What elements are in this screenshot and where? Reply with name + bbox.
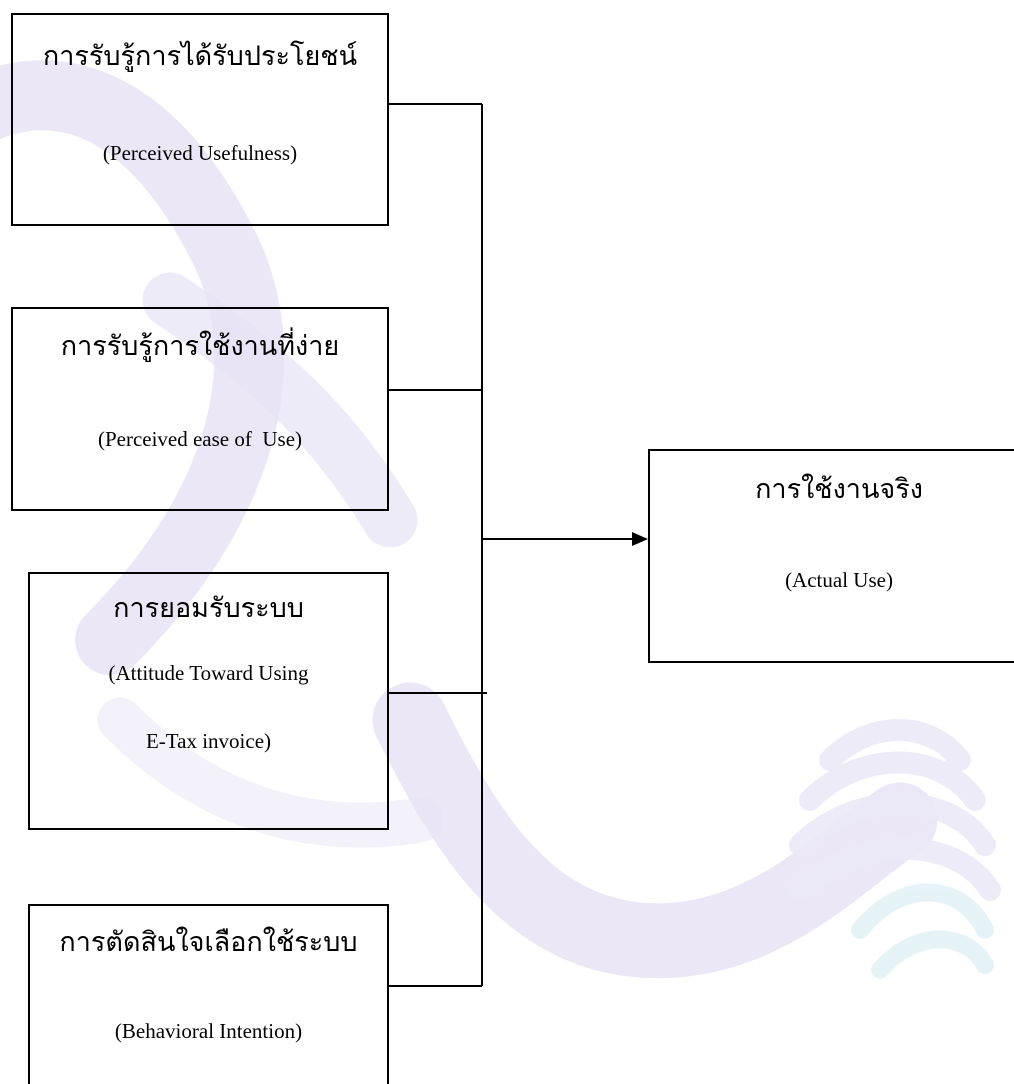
attitude-english-line2: E-Tax invoice) [145,729,272,753]
box-perceived-usefulness: การรับรู้การได้รับประโยชน์ (Perceived Us… [11,13,389,226]
box-attitude-toward-using: การยอมรับระบบ (Attitude Toward Using E-T… [28,572,389,830]
box-actual-use: การใช้งานจริง (Actual Use) [648,449,1014,663]
perceived-usefulness-thai: การรับรู้การได้รับประโยชน์ [42,41,358,72]
perceived-usefulness-english: (Perceived Usefulness) [102,141,298,165]
attitude-english-line1: (Attitude Toward Using [108,661,309,685]
perceived-ease-of-use-thai: การรับรู้การใช้งานที่ง่าย [60,331,340,362]
attitude-thai: การยอมรับระบบ [113,593,304,624]
box-behavioral-intention: การตัดสินใจเลือกใช้ระบบ (Behavioral Inte… [28,904,389,1084]
behavioral-intention-english: (Behavioral Intention) [114,1019,303,1043]
actual-use-english: (Actual Use) [785,568,893,592]
behavioral-intention-thai: การตัดสินใจเลือกใช้ระบบ [59,927,358,958]
box-perceived-ease-of-use: การรับรู้การใช้งานที่ง่าย (Perceived eas… [11,307,389,511]
perceived-ease-of-use-english: (Perceived ease of Use) [97,427,303,451]
arrow-head-icon [632,532,648,546]
actual-use-thai: การใช้งานจริง [755,474,923,505]
